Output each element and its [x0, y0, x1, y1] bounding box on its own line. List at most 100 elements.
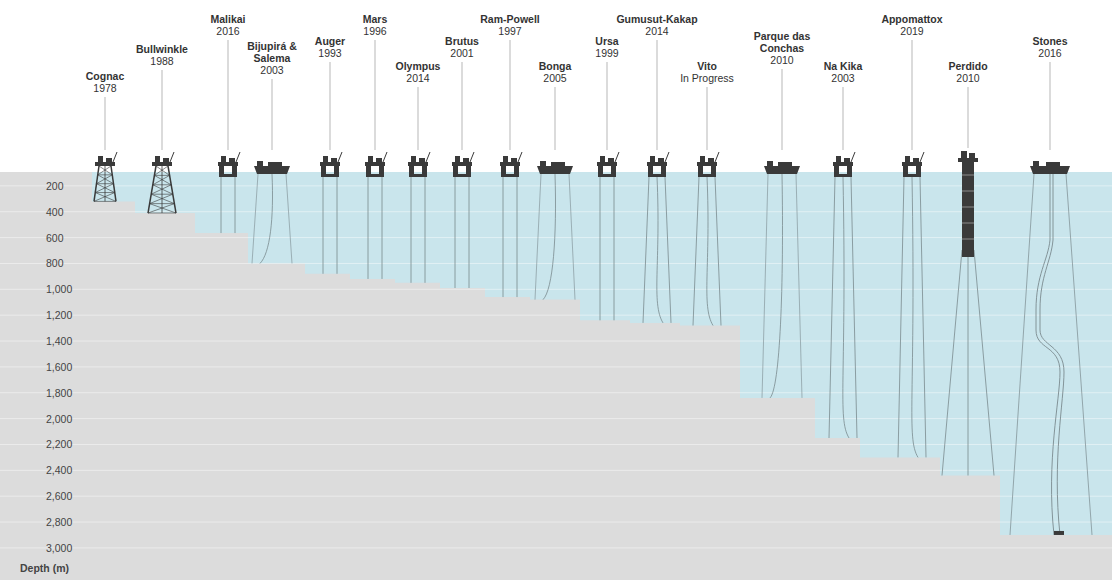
leader-line — [968, 87, 969, 148]
topside-module — [961, 151, 967, 158]
jacket-brace — [151, 185, 171, 194]
jacket-brace — [97, 183, 114, 184]
topside-module — [650, 156, 655, 162]
topside-module — [836, 156, 841, 162]
platform-deck — [902, 162, 922, 166]
platform-label: Stones2016 — [1005, 35, 1095, 59]
leader-line — [330, 62, 331, 150]
topside-module — [106, 158, 112, 162]
mooring-line — [715, 177, 721, 326]
depth-gridline — [0, 444, 1112, 445]
tendon — [600, 177, 601, 320]
depth-tick-label: 800 — [46, 257, 64, 269]
sky — [0, 0, 1112, 172]
platform-year: 2014 — [373, 72, 463, 84]
topside-module — [600, 156, 605, 162]
jacket-brace — [98, 174, 113, 175]
platform-name: Malikai — [183, 13, 273, 25]
platform-year: 1999 — [562, 47, 652, 59]
platform-name: Bijupirá & Salema — [239, 40, 305, 64]
leader-line — [375, 40, 376, 150]
ship-topside — [778, 162, 792, 166]
platform-name: Ursa — [562, 35, 652, 47]
tendon — [425, 177, 426, 283]
hull-pontoon — [598, 174, 616, 177]
crane-boom — [113, 152, 117, 162]
depth-gridline — [0, 366, 1112, 367]
depth-tick-label: 1,400 — [46, 335, 72, 347]
jacket-brace — [95, 193, 116, 202]
platform-year: 2003 — [798, 72, 888, 84]
crane-boom — [470, 152, 474, 162]
platform-label: Brutus2001 — [417, 35, 507, 59]
depth-gridline — [0, 211, 1112, 212]
leader-line — [843, 87, 844, 150]
hull-pontoon — [321, 174, 339, 177]
riser — [543, 174, 556, 300]
platform-name: Vito — [662, 60, 752, 72]
platform-label: Bullwinkle1988 — [117, 43, 207, 67]
depth-tick-label: 1,600 — [46, 361, 72, 373]
leader-line — [228, 40, 229, 150]
platform-year: 2001 — [417, 47, 507, 59]
leader-line — [707, 87, 708, 150]
mooring-line — [252, 174, 258, 263]
leader-line — [162, 70, 163, 150]
depth-tick-label: 3,000 — [46, 542, 72, 554]
depth-tick-label: 2,800 — [46, 516, 72, 528]
riser — [770, 174, 783, 398]
platform-deck — [833, 162, 853, 166]
depth-tick-label: 1,000 — [46, 283, 72, 295]
ship-superstructure — [540, 161, 546, 166]
mooring-line — [286, 174, 292, 263]
platform-deck — [152, 162, 172, 166]
jacket-leg — [168, 166, 176, 213]
leader-line — [912, 40, 913, 150]
depth-tick-label: 400 — [46, 206, 64, 218]
tendon — [235, 177, 236, 233]
riser — [657, 177, 663, 323]
seabed — [92, 201, 1112, 580]
water — [92, 172, 1112, 580]
jacket-brace — [154, 175, 169, 176]
platform-year: 1993 — [285, 47, 375, 59]
tendon — [382, 177, 383, 279]
crane-boom — [383, 152, 387, 162]
platform-label: Malikai2016 — [183, 13, 273, 37]
hull-pontoon — [366, 174, 384, 177]
crane-boom — [665, 152, 669, 162]
platform-name: Mars — [330, 13, 420, 25]
jacket-brace — [150, 203, 175, 204]
mooring-line — [829, 177, 835, 438]
platform-deck — [408, 162, 428, 166]
mooring-line — [920, 177, 926, 457]
jacket-brace — [153, 184, 171, 185]
subsea-manifold — [1054, 531, 1064, 535]
platform-year: 1978 — [60, 82, 150, 94]
platform-name: Cognac — [60, 70, 150, 82]
platform-label: Mars1996 — [330, 13, 420, 37]
depth-gridline — [0, 496, 1112, 497]
ship-topside — [268, 162, 282, 166]
jacket-brace — [97, 184, 115, 193]
mooring-line — [898, 177, 904, 457]
platform-label: Parque das Conchas2010 — [747, 30, 817, 66]
topside-module — [844, 158, 850, 162]
platform-label: Auger1993 — [285, 35, 375, 59]
depth-tick-label: 1,200 — [46, 309, 72, 321]
topside-module — [376, 158, 382, 162]
hull-pontoon — [698, 174, 716, 177]
topside-module — [98, 156, 103, 162]
jacket-brace — [150, 204, 176, 213]
topside-module — [463, 158, 469, 162]
leader-line — [418, 87, 419, 150]
crane-boom — [236, 152, 240, 162]
riser — [912, 177, 918, 457]
axis-title: Depth (m) — [20, 562, 69, 574]
ship-superstructure — [767, 161, 773, 166]
depth-gridline — [0, 418, 1112, 419]
topside-module — [503, 156, 508, 162]
topside-module — [411, 156, 416, 162]
hull-pontoon — [409, 174, 427, 177]
